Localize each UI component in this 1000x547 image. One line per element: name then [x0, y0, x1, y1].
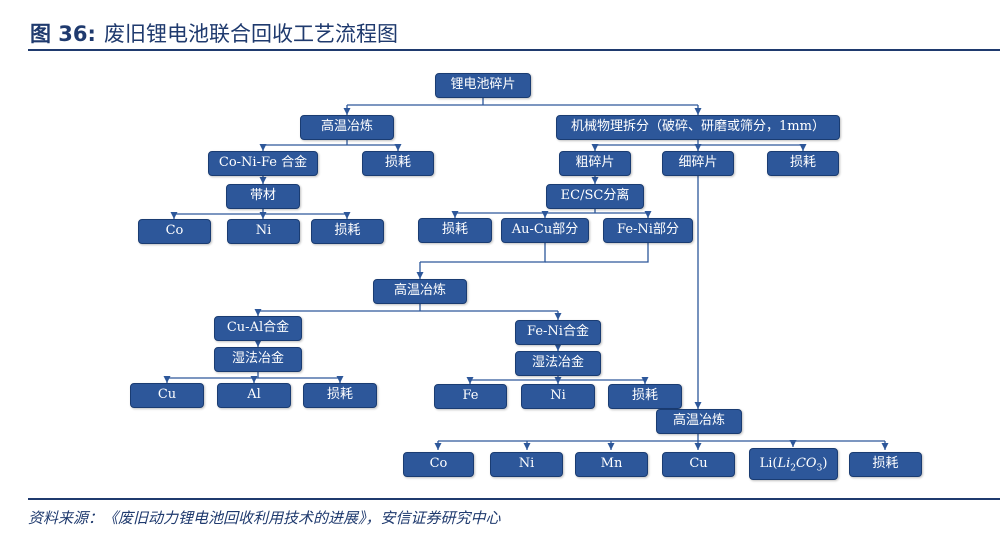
- node-ec-sc-separation: EC/SC分离: [546, 184, 644, 209]
- node-fine-fragments: 细碎片: [662, 151, 734, 176]
- source-note: 资料来源：《废旧动力锂电池回收利用技术的进展》，安信证券研究中心: [28, 509, 501, 527]
- node-hydrometallurgy-2: 湿法冶金: [515, 351, 601, 376]
- node-fe-ni-part: Fe-Ni部分: [603, 218, 693, 243]
- li-sub-3: 3: [816, 463, 823, 474]
- node-cu-1: Cu: [130, 383, 204, 408]
- node-high-temp-smelting-2: 高温冶炼: [373, 279, 467, 304]
- node-co-ni-fe-alloy: Co-Ni-Fe 合金: [208, 151, 318, 176]
- figure-title: 图 36:废旧锂电池联合回收工艺流程图: [30, 22, 398, 46]
- node-loss-6: 损耗: [608, 384, 682, 409]
- node-mn: Mn: [575, 452, 648, 477]
- node-high-temp-smelting-3: 高温冶炼: [656, 409, 742, 434]
- li-sub-2: 2: [790, 463, 796, 474]
- node-ni-1: Ni: [227, 219, 300, 244]
- node-high-temp-smelting-1: 高温冶炼: [300, 115, 394, 140]
- figure-title-text: 废旧锂电池联合回收工艺流程图: [103, 22, 398, 46]
- node-al: Al: [217, 383, 291, 408]
- node-strip: 带材: [226, 184, 300, 209]
- node-fe-ni-alloy: Fe-Ni合金: [515, 320, 601, 345]
- co-symbol: CO: [795, 456, 817, 471]
- node-cu-al-alloy: Cu-Al合金: [214, 316, 302, 341]
- node-loss-7: 损耗: [849, 452, 922, 477]
- node-au-cu-part: Au-Cu部分: [501, 218, 589, 243]
- node-loss-2: 损耗: [767, 151, 839, 176]
- node-battery-fragments: 锂电池碎片: [435, 73, 531, 98]
- node-lithium-carbonate: Li(Li2CO3): [749, 448, 838, 480]
- node-co-1: Co: [138, 219, 211, 244]
- node-loss-4: 损耗: [418, 218, 492, 243]
- node-loss-5: 损耗: [303, 383, 377, 408]
- footer-rule: [28, 498, 1000, 500]
- node-co-2: Co: [403, 452, 474, 477]
- node-loss-3: 损耗: [311, 219, 384, 244]
- node-cu-2: Cu: [662, 452, 735, 477]
- node-loss-1: 损耗: [362, 151, 434, 176]
- node-fe: Fe: [434, 384, 507, 409]
- li-prefix: Li(: [759, 456, 778, 471]
- node-ni-3: Ni: [490, 452, 563, 477]
- node-coarse-fragments: 粗碎片: [559, 151, 631, 176]
- node-ni-2: Ni: [521, 384, 595, 409]
- li-symbol: Li: [777, 456, 791, 471]
- title-rule: [28, 49, 1000, 51]
- figure-label: 图 36: [30, 22, 88, 46]
- node-hydrometallurgy-1: 湿法冶金: [214, 347, 302, 372]
- li-close: ): [822, 456, 828, 471]
- node-mechanical-separation: 机械物理拆分（破碎、研磨或筛分，1mm）: [556, 115, 840, 140]
